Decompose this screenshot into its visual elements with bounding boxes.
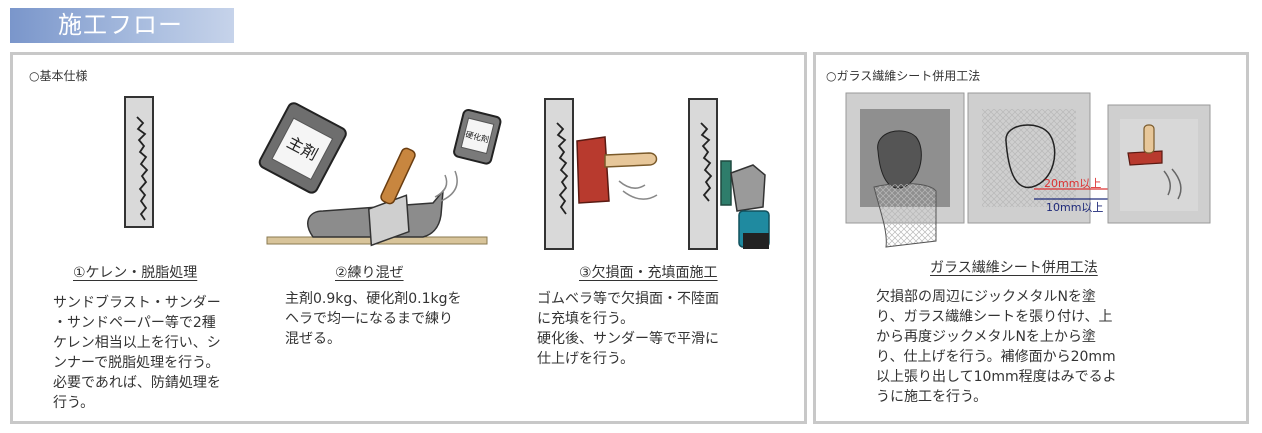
glass-fiber-panel: ○ガラス繊維シート併用工法 20mm以上 10mm以上 ガラス繊維シート併用工法… <box>813 52 1249 424</box>
step-2-description: 主剤0.9kg、硬化剤0.1kgを ヘラで均一になるまで練り 混ぜる。 <box>285 289 505 349</box>
mixing-illustration: 主剤 硬化剤 <box>258 102 502 247</box>
glass-fiber-label: ○ガラス繊維シート併用工法 <box>826 69 981 83</box>
basic-spec-panel: ○基本仕様 ①ケレン・脱脂処理 サンドブラスト・サンダー ・サンドペーパー等で2… <box>10 52 807 424</box>
basic-spec-label: ○基本仕様 <box>29 69 88 83</box>
glass-fiber-title: ガラス繊維シート併用工法 <box>930 260 1098 276</box>
cleaning-illustration <box>124 96 154 228</box>
desc-line: ゴムベラ等で欠損面・不陸面 <box>537 291 719 307</box>
desc-line: 以上張り出して10mm程度はみでるよ <box>876 369 1117 385</box>
desc-line: り、仕上げを行う。補修面から20mm <box>876 349 1116 365</box>
desc-line: に充填を行う。 <box>537 311 635 327</box>
step-2-title: ②練り混ぜ <box>335 265 404 281</box>
desc-line: ンナーで脱脂処理を行う。 <box>53 355 220 371</box>
desc-line: ・サンドペーパー等で2種 <box>53 315 216 331</box>
desc-line: ヘラで均一になるまで練り <box>285 311 453 327</box>
glass-fiber-illustration: 20mm以上 10mm以上 <box>845 92 1211 248</box>
desc-line: から再度ジックメタルNを上から塗 <box>876 329 1096 345</box>
desc-line: うに施工を行う。 <box>876 389 988 405</box>
page-title: 施工フロー <box>10 8 234 43</box>
desc-line: 行う。 <box>53 395 95 411</box>
glass-fiber-description: 欠損部の周辺にジックメタルNを塗 り、ガラス繊維シートを張り付け、上 から再度ジ… <box>876 287 1216 407</box>
desc-line: り、ガラス繊維シートを張り付け、上 <box>876 309 1113 325</box>
desc-line: 必要であれば、防錆処理を <box>53 375 221 391</box>
desc-line: 欠損部の周辺にジックメタルNを塗 <box>876 289 1096 305</box>
step-3-title: ③欠損面・充填面施工 <box>579 265 718 281</box>
dimension-10mm-label: 10mm以上 <box>1046 201 1103 214</box>
desc-line: 主剤0.9kg、硬化剤0.1kgを <box>285 291 462 307</box>
desc-line: 硬化後、サンダー等で平滑に <box>537 331 719 347</box>
desc-line: ケレン相当以上を行い、シ <box>53 335 221 351</box>
step-1-title: ①ケレン・脱脂処理 <box>73 265 198 281</box>
desc-line: サンドブラスト・サンダー <box>53 295 221 311</box>
step-1-description: サンドブラスト・サンダー ・サンドペーパー等で2種 ケレン相当以上を行い、シ ン… <box>53 293 263 413</box>
filling-illustration <box>544 98 770 250</box>
desc-line: 仕上げを行う。 <box>537 351 635 367</box>
desc-line: 混ぜる。 <box>285 331 341 347</box>
dimension-20mm-label: 20mm以上 <box>1044 177 1101 190</box>
step-3-description: ゴムベラ等で欠損面・不陸面 に充填を行う。 硬化後、サンダー等で平滑に 仕上げを… <box>537 289 787 369</box>
